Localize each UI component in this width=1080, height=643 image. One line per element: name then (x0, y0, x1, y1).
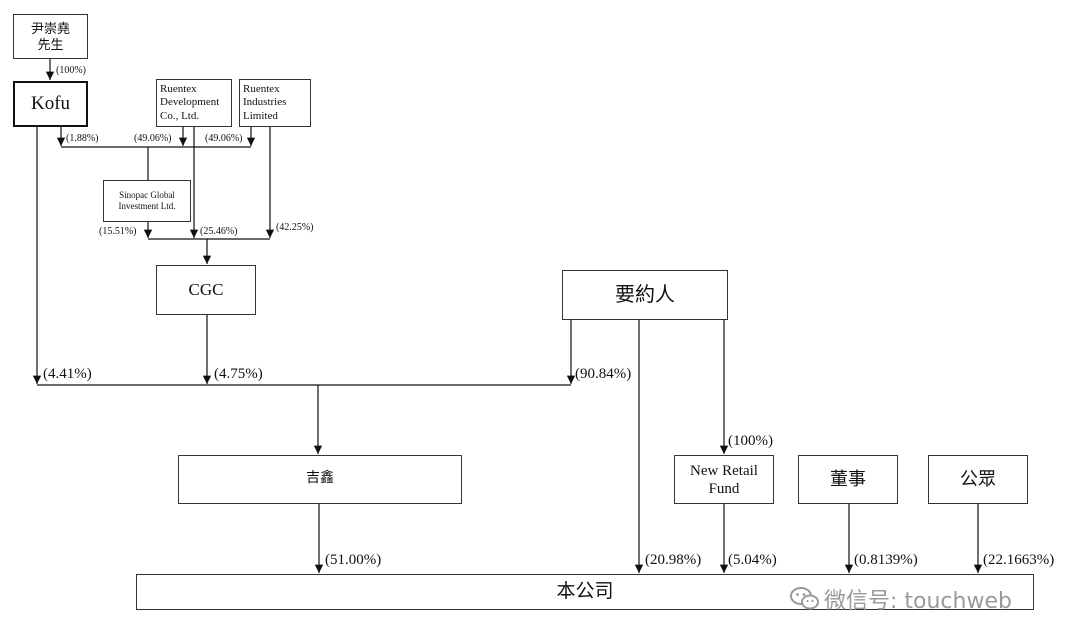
entity-cgc: CGC (156, 265, 256, 315)
entity-sinopac-global: Sinopac Global Investment Ltd. (103, 180, 191, 222)
pct-kofu-sinopac: (1.88%) (66, 133, 99, 144)
entity-kofu: Kofu (13, 81, 88, 127)
entity-ruentex-development: Ruentex Development Co., Ltd. (156, 79, 232, 127)
entity-ruentex-industries: Ruentex Industries Limited (239, 79, 311, 127)
pct-directors-company: (0.8139%) (854, 552, 918, 568)
wechat-icon (790, 587, 819, 610)
entity-yin: 尹崇堯 先生 (13, 14, 88, 59)
entity-public: 公眾 (928, 455, 1028, 504)
entity-new-retail-fund: New Retail Fund (674, 455, 774, 504)
pct-fund-company: (5.04%) (728, 552, 777, 568)
entity-jixin: 吉鑫 (178, 455, 462, 504)
pct-offeror-jixin: (90.84%) (575, 366, 632, 382)
pct-sinopac-cgc: (15.51%) (99, 226, 137, 237)
pct-rdev-sinopac: (49.06%) (134, 133, 172, 144)
pct-kofu-jixin: (4.41%) (43, 366, 92, 382)
pct-yin-kofu: (100%) (56, 65, 86, 76)
pct-public-company: (22.1663%) (983, 552, 1055, 568)
watermark-text: 微信号: touchweb (824, 589, 1012, 614)
pct-rind-cgc: (42.25%) (276, 222, 314, 233)
pct-rdev-cgc: (25.46%) (200, 226, 238, 237)
pct-rind-sinopac: (49.06%) (205, 133, 243, 144)
entity-offeror: 要約人 (562, 270, 728, 320)
entity-directors: 董事 (798, 455, 898, 504)
watermark: 微信号: touchweb (790, 583, 1012, 615)
pct-offeror-fund: (100%) (728, 433, 773, 449)
pct-offeror-company: (20.98%) (645, 552, 702, 568)
pct-jixin-company: (51.00%) (325, 552, 382, 568)
pct-cgc-jixin: (4.75%) (214, 366, 263, 382)
entity-company: 本公司 (136, 574, 1034, 610)
